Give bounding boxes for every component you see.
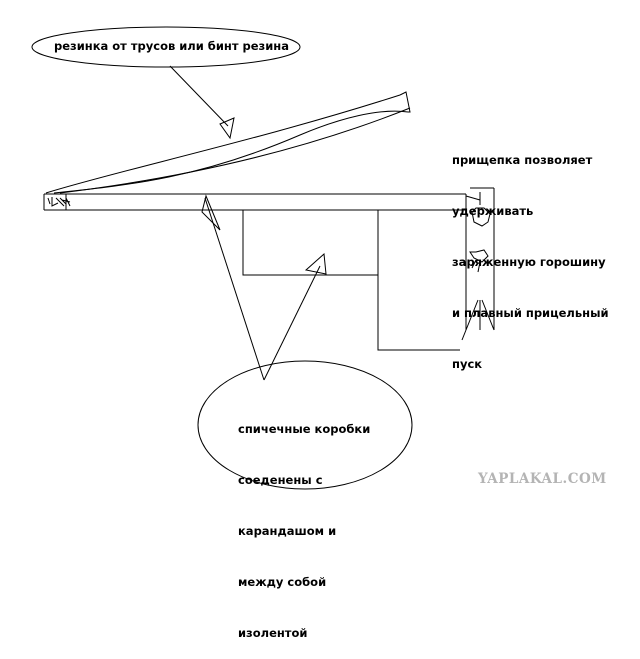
clothespin-label-line: заряженную горошину [452, 255, 606, 269]
clothespin-label-line: пуск [452, 357, 483, 371]
pencil [43, 193, 466, 211]
clothespin-pointer [465, 192, 481, 205]
rubber-band [45, 91, 411, 194]
matchbox-callout-ellipse [197, 360, 413, 490]
matchbox-label: спичечные коробки соеденены с карандашом… [238, 387, 370, 659]
band-label: резинка от трусов или бинт резина [54, 39, 289, 53]
matchbox-label-line: спичечные коробки [238, 422, 371, 436]
slingshot-diagram [31, 26, 495, 490]
matchbox-label-line: между собой [238, 575, 327, 589]
clothespin-label-line: удерживать [452, 204, 534, 218]
matchbox-label-line: изолентой [238, 626, 308, 640]
clothespin-label-line: и плавный прицельный [452, 306, 609, 320]
band-pointer [169, 65, 235, 140]
matchbox-label-line: соеденены с [238, 473, 323, 487]
clothespin-label-line: прищепка позволяет [452, 153, 593, 167]
band-callout-ellipse [31, 26, 301, 68]
site-watermark: YAPLAKAL.COM [478, 471, 607, 487]
clothespin [461, 187, 495, 341]
clothespin-label: прищепка позволяет удерживать заряженную… [452, 118, 609, 390]
matchbox-stack [242, 210, 460, 351]
matchbox-pointer [201, 194, 327, 381]
matchbox-label-line: карандашом и [238, 524, 337, 538]
